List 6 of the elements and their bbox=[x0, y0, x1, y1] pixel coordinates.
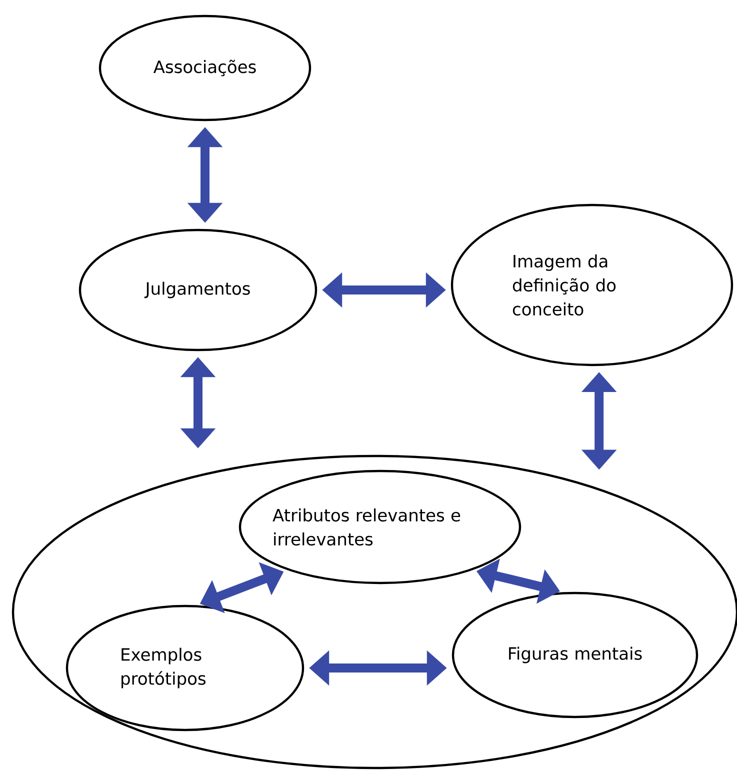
ellipse-node: Associações bbox=[98, 14, 312, 122]
ellipse-node: Imagem da definição do conceito bbox=[450, 204, 734, 366]
ellipse-node: Julgamentos bbox=[78, 228, 318, 352]
ellipse-node: Exemplos protótipos bbox=[66, 604, 304, 732]
ellipse-node: Figuras mentais bbox=[452, 592, 698, 718]
ellipse-node: Atributos relevantes e irrelevantes bbox=[238, 470, 522, 584]
